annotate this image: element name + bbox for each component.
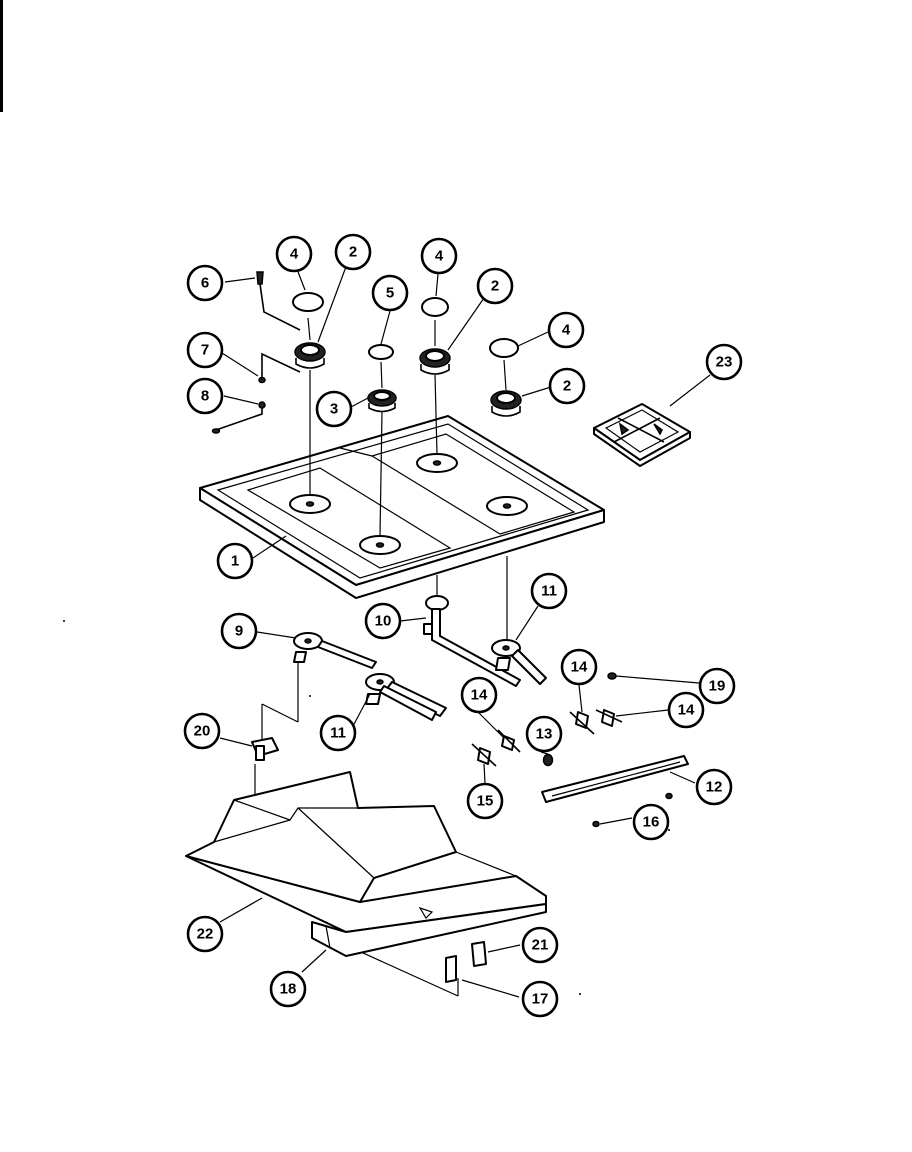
callout-10: 10 <box>364 602 402 640</box>
orifice-17 <box>607 672 617 680</box>
callout-label: 14 <box>678 702 695 719</box>
callout-label: 4 <box>435 248 444 265</box>
burner-cap-rear <box>421 297 449 317</box>
callout-3: 3 <box>315 390 353 428</box>
callout-label: 2 <box>491 278 499 295</box>
callout-14-center: 14 <box>560 648 598 686</box>
callout-label: 3 <box>330 401 338 418</box>
callout-label: 1 <box>231 553 239 570</box>
callout-14-left: 14 <box>460 676 498 714</box>
screws-and-clips <box>211 271 301 434</box>
burner-tube-11-left <box>365 673 447 721</box>
callout-12: 12 <box>695 768 733 806</box>
callout-4-right: 4 <box>547 311 585 349</box>
callout-22: 22 <box>186 915 224 953</box>
callout-9: 9 <box>220 612 258 650</box>
callout-label: 6 <box>201 275 209 292</box>
knob-13 <box>542 753 554 767</box>
scan-dots <box>63 620 670 995</box>
callout-19: 21 <box>521 926 559 964</box>
bracket-18 <box>251 737 279 761</box>
callout-label: 11 <box>541 583 557 600</box>
callout-1: 1 <box>216 542 254 580</box>
callout-label: 5 <box>386 285 394 302</box>
callout-5: 5 <box>371 274 409 312</box>
callout-11-right: 11 <box>530 572 568 610</box>
callout-label: 22 <box>197 926 214 943</box>
callout-label: 17 <box>532 991 549 1008</box>
callout-label: 10 <box>375 613 392 630</box>
burner-head-rear <box>419 348 451 375</box>
callout-label: 18 <box>280 981 297 998</box>
callout-2-right: 2 <box>548 367 586 405</box>
burner-tube-11-right <box>491 639 547 685</box>
callout-11-left: 11 <box>319 714 357 752</box>
callout-label: 2 <box>349 244 357 261</box>
margin-bar <box>0 0 3 112</box>
burner-head-right <box>490 390 522 417</box>
callout-label: 14 <box>571 659 588 676</box>
callout-2-left: 2 <box>334 233 372 271</box>
callout-2-center: 2 <box>476 267 514 305</box>
callout-14-right: 14 <box>667 691 705 729</box>
valves <box>471 672 623 767</box>
burner-cap-left <box>292 292 324 312</box>
callout-15: 15 <box>466 782 504 820</box>
callout-label: 20 <box>194 723 211 740</box>
callout-21: 18 <box>269 970 307 1008</box>
callout-4-center: 4 <box>420 237 458 275</box>
callout-label: 4 <box>562 322 571 339</box>
burner-cap-small <box>368 344 394 360</box>
cooktop-panel <box>199 415 605 599</box>
burner-tube-9 <box>293 632 377 669</box>
callouts: 6 4 2 4 5 2 4 2 23 7 8 3 1 9 10 11 11 14… <box>183 233 743 1018</box>
part-20 <box>445 955 457 983</box>
callout-label: 9 <box>235 623 243 640</box>
callout-7: 7 <box>186 331 224 369</box>
callout-label: 21 <box>532 937 549 954</box>
callout-label: 11 <box>330 725 346 742</box>
callout-label: 13 <box>536 726 553 743</box>
callout-label: 2 <box>563 378 571 395</box>
burner-tube-10 <box>423 595 521 687</box>
callout-label: 14 <box>471 687 488 704</box>
callout-label: 19 <box>709 678 726 695</box>
callout-17: 19 <box>698 667 736 705</box>
part-19 <box>471 941 487 967</box>
callout-6: 6 <box>186 264 224 302</box>
callout-label: 4 <box>290 246 299 263</box>
burner-grate <box>593 403 691 467</box>
callout-4-left: 4 <box>275 235 313 273</box>
burner-heads-and-caps <box>292 292 522 417</box>
burner-cap-right <box>489 338 519 358</box>
callout-label: 15 <box>477 793 494 810</box>
burner-head-left <box>294 342 326 369</box>
callout-label: 7 <box>201 342 209 359</box>
callout-label: 12 <box>706 779 723 796</box>
callout-label: 8 <box>201 388 209 405</box>
callout-label: 23 <box>716 354 733 371</box>
manifold-bracket <box>541 755 689 828</box>
callout-18: 20 <box>183 712 221 750</box>
burner-box <box>185 771 547 983</box>
callout-13: 13 <box>525 715 563 753</box>
callout-label: 16 <box>643 814 660 831</box>
burner-head-small <box>367 389 397 413</box>
callout-20: 17 <box>521 980 559 1018</box>
callout-16: 16 <box>632 803 670 841</box>
callout-23: 23 <box>705 343 743 381</box>
callout-8: 8 <box>186 377 224 415</box>
